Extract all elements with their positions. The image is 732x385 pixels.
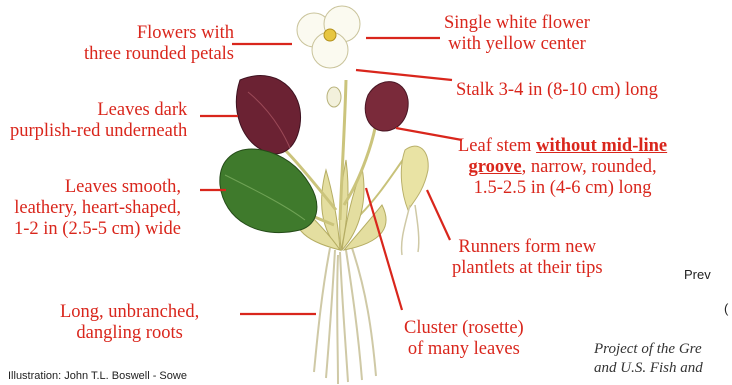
callout-text: with yellow center [444,34,590,55]
purple-leaf-illustration [236,76,300,154]
callout-text: dangling roots [60,323,199,344]
callout-single-white-flower: Single white flower with yellow center [444,13,590,55]
callout-text: Stalk 3-4 in (8-10 cm) long [456,80,658,101]
green-leaf-illustration [220,149,317,233]
callout-text: of many leaves [404,339,524,360]
callout-runners: Runners form new plantlets at their tips [452,237,603,279]
callout-roots: Long, unbranched, dangling roots [60,302,199,344]
project-credit-line: Project of the Gre [594,340,703,359]
callout-emphasis: without mid-line [536,136,667,156]
callout-text: leathery, heart-shaped, [14,198,181,219]
illustration-credit: Illustration: John T.L. Boswell - Sowe [8,370,187,382]
callout-text: three rounded petals [84,44,234,65]
project-credit-line: and U.S. Fish and [594,359,703,378]
prev-fragment: Prev [684,267,711,282]
flower-bud-illustration [327,87,341,107]
callout-line: Leaf stem without mid-line [458,136,667,157]
callout-stalk-length: Stalk 3-4 in (8-10 cm) long [456,80,658,101]
small-purple-leaf-illustration [365,82,408,131]
roots-illustration [314,248,376,384]
callout-text: Runners form new [452,237,603,258]
callout-text: Long, unbranched, [60,302,199,323]
callout-leaves-smooth: Leaves smooth, leathery, heart-shaped, 1… [14,177,181,240]
callout-text: Leaf stem [458,136,536,156]
project-credit: Project of the Gre and U.S. Fish and [594,340,703,378]
callout-text: 1-2 in (2.5-5 cm) wide [14,219,181,240]
callout-text: , narrow, rounded, [522,157,657,177]
callout-text: Cluster (rosette) [404,318,524,339]
callout-rosette: Cluster (rosette) of many leaves [404,318,524,360]
side-fragment: ( [724,301,728,316]
callout-text: plantlets at their tips [452,258,603,279]
white-flower-illustration [297,6,360,68]
callout-text: Flowers with [84,23,234,44]
callout-text: 1.5-2.5 in (4-6 cm) long [458,178,667,199]
callout-line: groove, narrow, rounded, [458,157,667,178]
callout-flowers-three-petals: Flowers with three rounded petals [84,23,234,65]
callout-text: Single white flower [444,13,590,34]
callout-leaves-dark-underneath: Leaves dark purplish-red underneath [10,100,187,142]
callout-emphasis: groove [469,157,522,177]
callout-text: Leaves dark [10,100,187,121]
callout-text: purplish-red underneath [10,121,187,142]
callout-text: Leaves smooth, [14,177,181,198]
callout-leaf-stem: Leaf stem without mid-line groove, narro… [458,136,667,199]
